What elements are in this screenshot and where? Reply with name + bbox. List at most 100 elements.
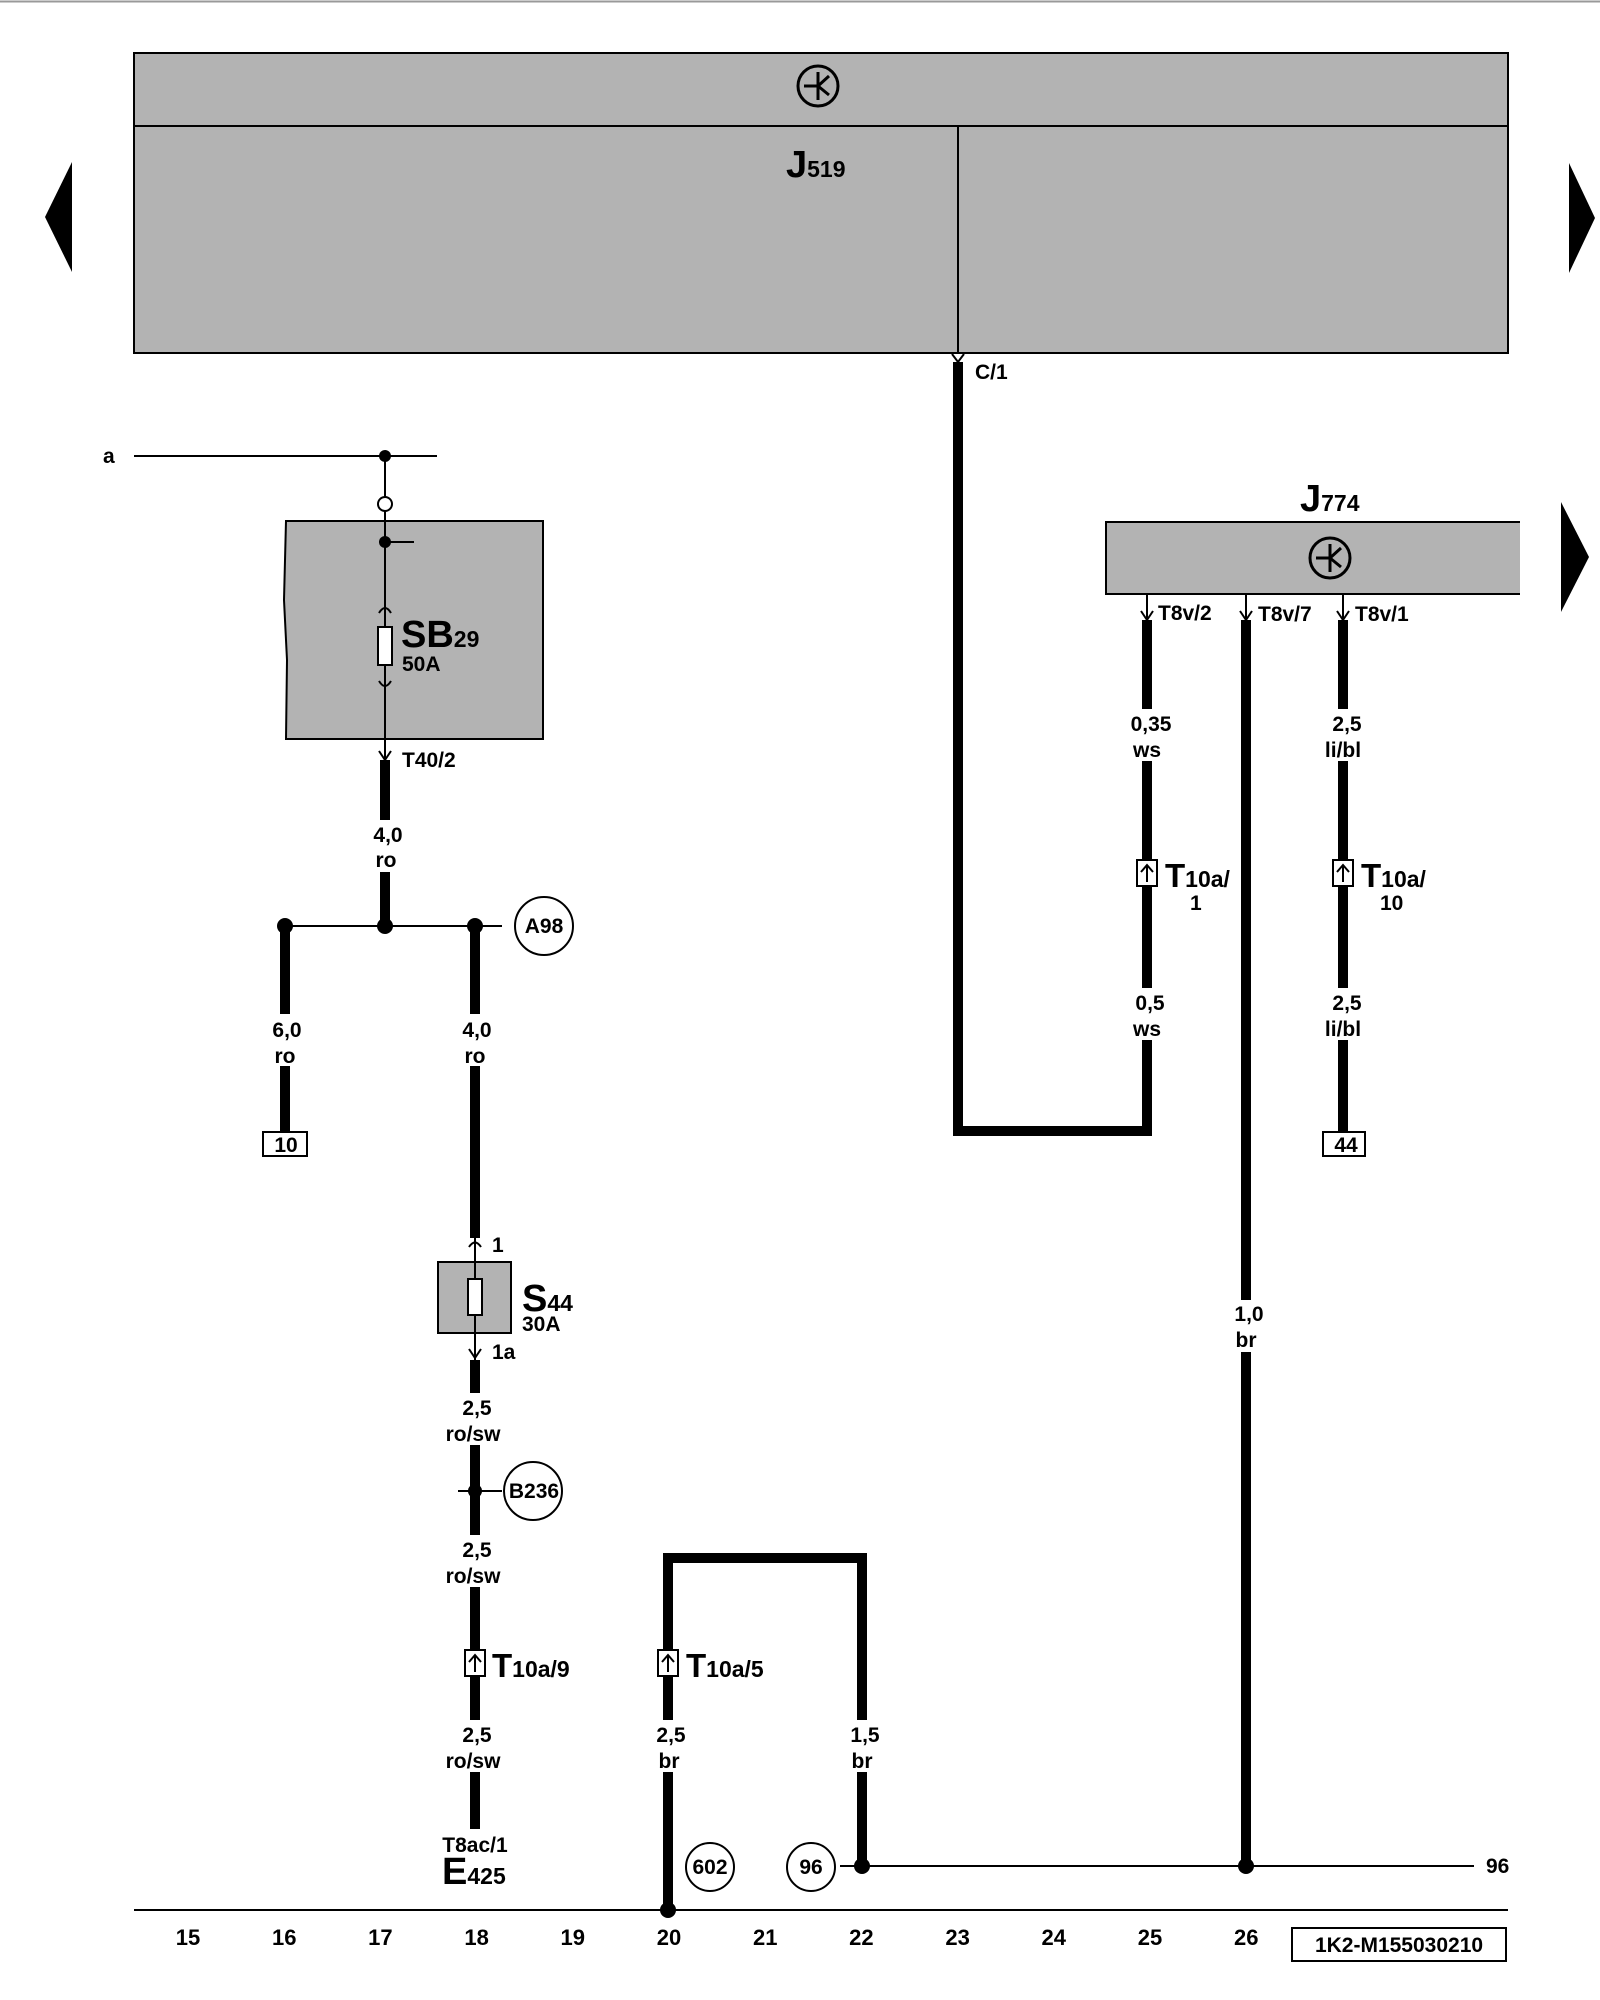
terminal-a-label: a bbox=[103, 445, 115, 468]
s44-pin1a-icon bbox=[468, 1348, 482, 1360]
column-number: 21 bbox=[753, 1925, 777, 1950]
wire-size: 2,5 bbox=[462, 1724, 492, 1747]
s44-pin1-icon bbox=[468, 1241, 482, 1248]
j519-control-unit: J519 bbox=[133, 52, 1509, 354]
wire-color: li/bl bbox=[1325, 739, 1361, 762]
t8v-1-connector-label: T8v/1 bbox=[1355, 603, 1409, 626]
c1-pin-icon bbox=[951, 353, 965, 364]
sb29-rating: 50A bbox=[402, 653, 441, 676]
wire-size: 2,5 bbox=[462, 1539, 492, 1562]
wire-size: 0,5 bbox=[1135, 992, 1165, 1015]
column-number: 17 bbox=[368, 1925, 392, 1950]
s44-pin1a-label: 1a bbox=[492, 1341, 516, 1364]
wire-size: 2,5 bbox=[656, 1724, 686, 1747]
wire-color: li/bl bbox=[1325, 1018, 1361, 1041]
connector-t10a-9-icon bbox=[464, 1649, 486, 1677]
t40-2-connector-label: T40/2 bbox=[402, 749, 456, 772]
wire-color: ro bbox=[465, 1045, 486, 1068]
sb29-label: SB29 bbox=[401, 614, 479, 656]
j519-label: J519 bbox=[786, 144, 846, 186]
fuse-icon bbox=[377, 626, 393, 666]
column-number: 16 bbox=[272, 1925, 296, 1950]
wire-size: 4,0 bbox=[373, 824, 402, 847]
j774-label: J774 bbox=[1300, 478, 1360, 520]
svg-text:602: 602 bbox=[692, 1856, 727, 1879]
junction-dot bbox=[854, 1858, 870, 1874]
connector-t10a-5-icon bbox=[657, 1649, 679, 1677]
wire-size: 2,5 bbox=[1332, 992, 1362, 1015]
ref-10-box[interactable]: 10 bbox=[262, 1131, 308, 1157]
right-arrow-icon[interactable] bbox=[1569, 163, 1595, 273]
svg-text:10: 10 bbox=[274, 1134, 297, 1157]
fuse-icon bbox=[467, 1278, 483, 1316]
column-number: 24 bbox=[1042, 1925, 1067, 1950]
column-number: 15 bbox=[176, 1925, 200, 1950]
t10a-9-label: T10a/9 bbox=[492, 1647, 570, 1684]
wire-color: br bbox=[1236, 1329, 1257, 1352]
wire-color: ro/sw bbox=[446, 1423, 502, 1446]
ground-96-circle: 96 bbox=[786, 1842, 836, 1892]
wire-color: ws bbox=[1132, 1018, 1161, 1041]
t10a-1-label: T10a/ bbox=[1165, 857, 1231, 894]
wire-color: br bbox=[659, 1750, 680, 1773]
j774-control-unit bbox=[1105, 521, 1520, 595]
right-arrow-icon[interactable] bbox=[1561, 502, 1589, 612]
sb29-fuse-box bbox=[282, 511, 544, 760]
s44-rating: 30A bbox=[522, 1313, 561, 1336]
svg-text:44: 44 bbox=[1334, 1134, 1358, 1157]
svg-text:1K2-M155030210: 1K2-M155030210 bbox=[1315, 1934, 1483, 1957]
ref-44-box[interactable]: 44 bbox=[1322, 1131, 1366, 1157]
column-number: 22 bbox=[849, 1925, 873, 1950]
wire-size: 4,0 bbox=[462, 1019, 491, 1042]
column-number: 18 bbox=[464, 1925, 488, 1950]
left-arrow-icon[interactable] bbox=[45, 162, 72, 272]
a98-circle: A98 bbox=[514, 896, 574, 956]
connector-t10a-1-icon bbox=[1136, 859, 1158, 887]
connector-t10a-10-icon bbox=[1332, 859, 1354, 887]
column-numbers: 1516171819202122232425262728 bbox=[176, 1925, 1451, 1950]
t8v-7-connector-label: T8v/7 bbox=[1258, 603, 1312, 626]
wire-color: ro/sw bbox=[446, 1565, 502, 1588]
junction-dot bbox=[468, 1484, 482, 1498]
t10a-10-second-line: 10 bbox=[1380, 892, 1403, 915]
s44-label: S44 bbox=[522, 1278, 573, 1320]
column-number: 20 bbox=[657, 1925, 681, 1950]
control-unit-symbol-icon bbox=[796, 64, 840, 108]
wire-size: 6,0 bbox=[272, 1019, 301, 1042]
column-number: 19 bbox=[561, 1925, 585, 1950]
wire-size: 2,5 bbox=[1332, 713, 1362, 736]
svg-text:A98: A98 bbox=[525, 915, 564, 938]
svg-text:96: 96 bbox=[799, 1856, 822, 1879]
wire-size: 2,5 bbox=[462, 1397, 492, 1420]
junction-dot bbox=[660, 1902, 676, 1918]
wire-color: ws bbox=[1132, 739, 1161, 762]
wire-size: 1,0 bbox=[1234, 1303, 1263, 1326]
t10a-1-second-line: 1 bbox=[1190, 892, 1202, 915]
e425-label: E425 bbox=[442, 1851, 506, 1893]
s44-fuse-box bbox=[437, 1261, 512, 1334]
s44-pin1-label: 1 bbox=[492, 1234, 504, 1257]
ground-602-circle: 602 bbox=[685, 1842, 735, 1892]
t10a-5-label: T10a/5 bbox=[686, 1647, 764, 1684]
wire-color: ro bbox=[275, 1045, 296, 1068]
control-unit-symbol-icon bbox=[1308, 536, 1352, 580]
b236-circle: B236 bbox=[503, 1461, 563, 1521]
wire-size: 1,5 bbox=[850, 1724, 880, 1747]
junction-dot bbox=[377, 918, 393, 934]
wire-size: 0,35 bbox=[1131, 713, 1172, 736]
wire-color: br bbox=[852, 1750, 873, 1773]
wire-color: ro bbox=[376, 849, 397, 872]
c1-connector-label: C/1 bbox=[975, 361, 1008, 384]
open-terminal-icon bbox=[377, 496, 393, 512]
column-number: 26 bbox=[1234, 1925, 1258, 1950]
ground-96-right-label: 96 bbox=[1486, 1855, 1509, 1878]
svg-text:B236: B236 bbox=[509, 1480, 559, 1503]
column-number: 23 bbox=[945, 1925, 969, 1950]
column-number: 25 bbox=[1138, 1925, 1162, 1950]
junction-dot bbox=[1238, 1858, 1254, 1874]
wire-color: ro/sw bbox=[446, 1750, 502, 1773]
diagram-id-box: 1K2-M155030210 bbox=[1291, 1927, 1507, 1962]
t8ac-1-connector-label: T8ac/1 bbox=[442, 1834, 508, 1857]
t8v-2-connector-label: T8v/2 bbox=[1158, 602, 1212, 625]
